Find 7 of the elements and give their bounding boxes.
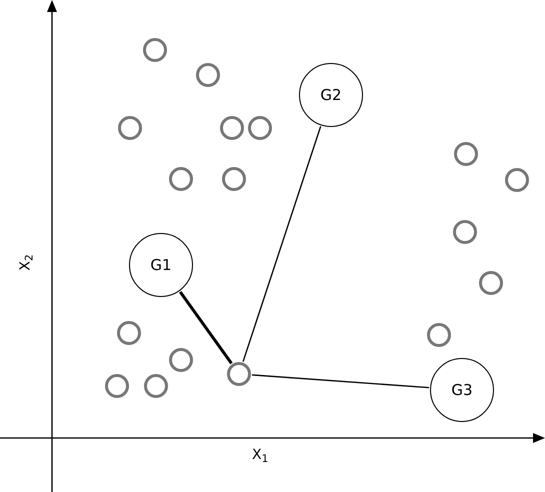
node-label: G2: [320, 84, 342, 106]
connector-line: [252, 374, 430, 388]
connector-line: [178, 290, 233, 364]
node-label: G3: [451, 380, 473, 401]
axis-label: X$_{1}$: [252, 446, 268, 466]
node-label: G1: [150, 254, 172, 276]
connector-line: [242, 126, 322, 362]
